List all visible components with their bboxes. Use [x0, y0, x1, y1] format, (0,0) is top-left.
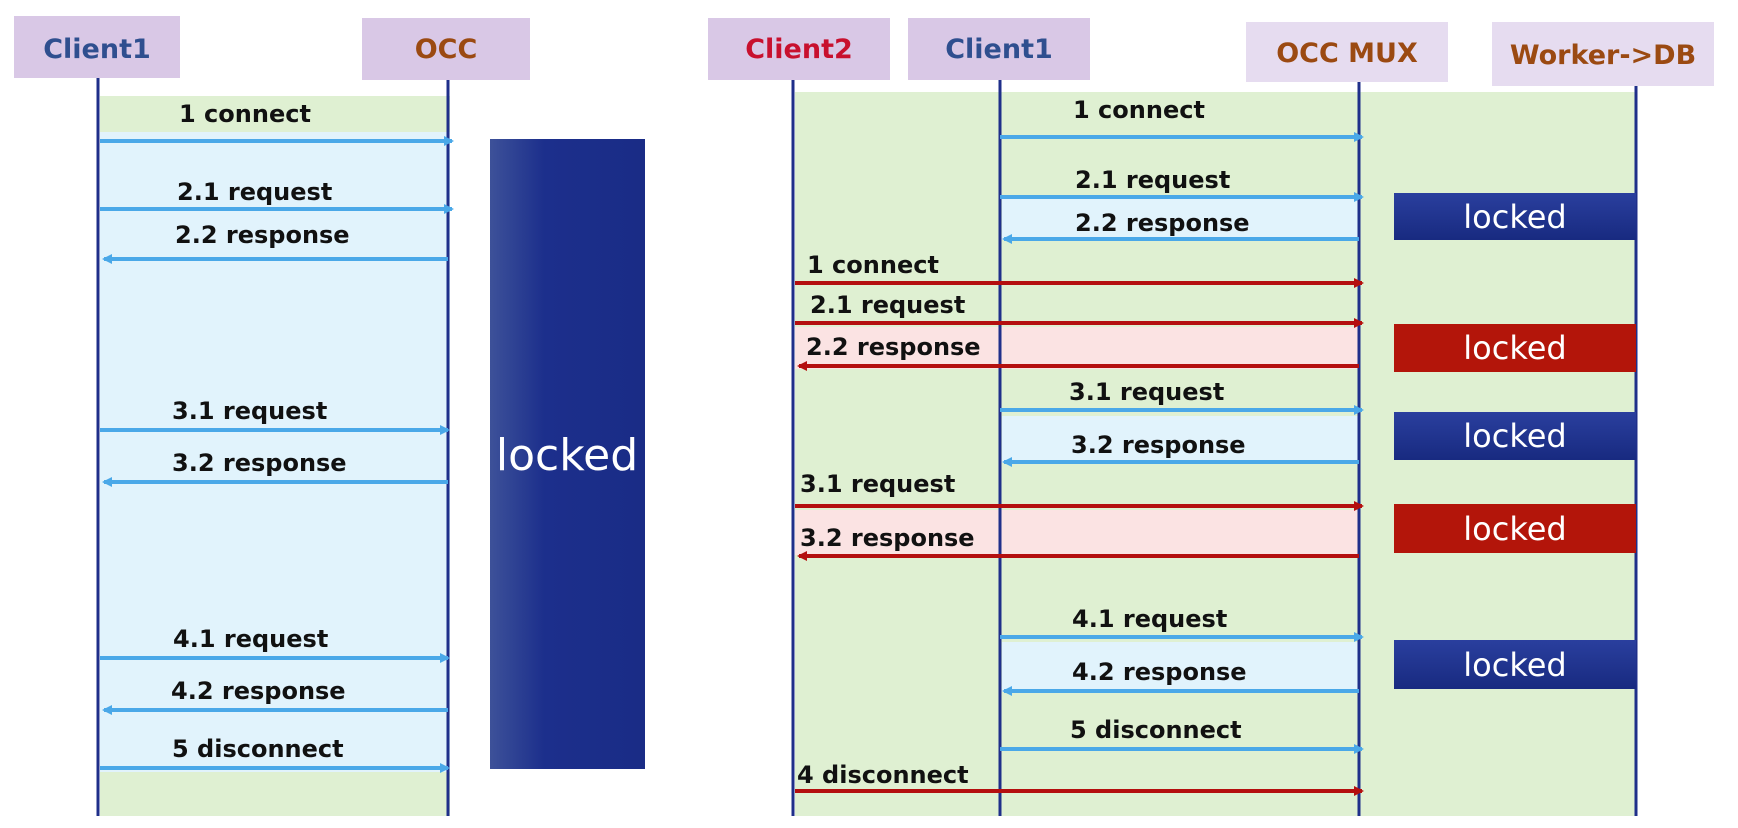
right-actor-client2-label: Client2 [745, 34, 853, 65]
lock-box-label: locked [1463, 198, 1566, 236]
message-label: 2.2 response [806, 333, 981, 361]
message-label: 5 disconnect [1070, 716, 1242, 744]
message-r-c1-resp32: 3.2 response [1002, 431, 1359, 467]
left-locked-label: locked [496, 430, 638, 481]
message-label: 2.1 request [810, 291, 965, 319]
lock-box-2: locked [1394, 324, 1636, 372]
message-l-resp32: 3.2 response [102, 449, 448, 487]
left-diagram: Client1 OCC 1 connect 2.1 request 2.2 re… [14, 16, 645, 816]
message-r-c1-req41: 4.1 request [1000, 605, 1364, 642]
message-r-c2-disc: 4 disconnect [795, 761, 1364, 796]
message-r-c2-resp22: 2.2 response [797, 333, 1359, 371]
left-locked-block: locked [490, 139, 645, 769]
left-blue-region [100, 132, 450, 772]
right-actor-client1: Client1 [908, 18, 1090, 80]
right-blue-band-1 [1002, 198, 1360, 240]
message-l-disc: 5 disconnect [100, 735, 450, 773]
message-l-req31: 3.1 request [100, 397, 450, 435]
message-l-resp42: 4.2 response [102, 677, 448, 715]
message-label: 4.1 request [173, 625, 328, 653]
message-r-c2-resp32: 3.2 response [797, 524, 1359, 561]
message-label: 3.2 response [800, 524, 975, 552]
message-label: 4 disconnect [797, 761, 969, 789]
right-actor-worker-label: Worker->DB [1510, 40, 1696, 71]
lock-box-label: locked [1463, 646, 1566, 684]
message-label: 1 connect [1073, 96, 1205, 124]
left-actor-occ: OCC [362, 18, 530, 80]
lock-box-5: locked [1394, 640, 1636, 689]
lock-box-label: locked [1463, 417, 1566, 455]
message-label: 5 disconnect [172, 735, 344, 763]
lock-box-label: locked [1463, 510, 1566, 548]
message-label: 2.1 request [1075, 166, 1230, 194]
right-actor-client1-label: Client1 [945, 34, 1053, 65]
right-diagram: Client2 Client1 OCC MUX Worker->DB 1 con… [708, 18, 1714, 816]
right-blue-band-2 [1002, 416, 1360, 463]
message-l-req21: 2.1 request [100, 178, 454, 214]
message-label: 3.2 response [172, 449, 347, 477]
lock-box-1: locked [1394, 193, 1636, 240]
message-r-c1-req21: 2.1 request [1000, 166, 1364, 202]
message-label: 2.1 request [177, 178, 332, 206]
right-actor-occ-mux: OCC MUX [1246, 22, 1448, 82]
message-label: 2.2 response [175, 221, 350, 249]
right-blue-band-3 [1002, 642, 1360, 692]
message-label: 1 connect [807, 251, 939, 279]
message-r-c1-resp42: 4.2 response [1002, 658, 1359, 696]
message-l-req41: 4.1 request [100, 625, 450, 663]
message-label: 4.2 response [1072, 658, 1247, 686]
left-actor-client1-label: Client1 [43, 34, 151, 65]
message-label: 2.2 response [1075, 209, 1250, 237]
right-actor-worker: Worker->DB [1492, 22, 1714, 86]
message-r-c1-disc: 5 disconnect [1000, 716, 1364, 754]
message-label: 1 connect [179, 100, 311, 128]
message-r-c2-req21: 2.1 request [795, 291, 1364, 328]
message-r-c2-connect: 1 connect [795, 251, 1364, 288]
left-actor-occ-label: OCC [415, 34, 478, 65]
right-actor-client2: Client2 [708, 18, 890, 80]
right-actor-occ-mux-label: OCC MUX [1276, 38, 1418, 69]
message-r-c1-resp22: 2.2 response [1002, 209, 1359, 244]
right-pink-band-1 [795, 327, 1360, 369]
message-l-connect: 1 connect [100, 100, 454, 146]
message-l-resp22: 2.2 response [102, 221, 448, 264]
message-label: 3.2 response [1071, 431, 1246, 459]
message-label: 4.1 request [1072, 605, 1227, 633]
message-label: 3.1 request [1069, 378, 1224, 406]
right-pink-band-2 [795, 510, 1360, 555]
message-r-c1-req31: 3.1 request [1000, 378, 1364, 415]
lock-box-3: locked [1394, 412, 1636, 460]
message-r-c1-connect: 1 connect [1000, 96, 1364, 142]
message-r-c2-req31: 3.1 request [795, 470, 1364, 511]
message-label: 3.1 request [800, 470, 955, 498]
message-label: 4.2 response [171, 677, 346, 705]
message-label: 3.1 request [172, 397, 327, 425]
left-actor-client1: Client1 [14, 16, 180, 78]
lock-box-4: locked [1394, 504, 1636, 553]
lock-box-label: locked [1463, 329, 1566, 367]
